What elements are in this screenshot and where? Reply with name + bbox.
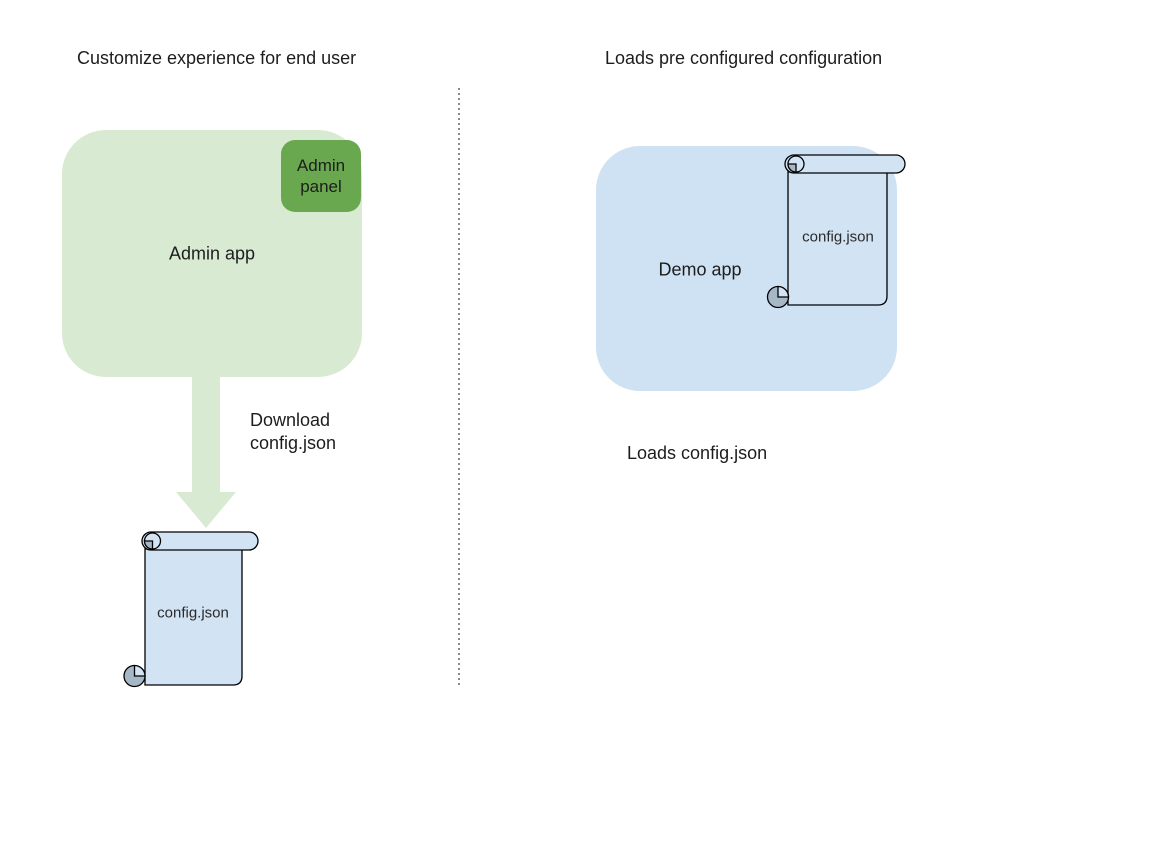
scroll-top-curl-notch	[143, 540, 154, 550]
right-section-title: Loads pre configured configuration	[605, 48, 883, 68]
section-divider	[458, 88, 460, 687]
admin-app-label: Admin app	[168, 243, 256, 264]
download-arrow-label: Download config.json	[250, 410, 337, 453]
scroll-bottom-curl-notch	[133, 664, 146, 677]
admin-panel-shape: Admin panel	[281, 140, 361, 212]
loads-config-caption: Loads config.json	[627, 443, 768, 463]
left-section-title: Customize experience for end user	[77, 48, 357, 68]
demo-app-shape	[596, 146, 897, 391]
config-file-right-label: config.json	[802, 228, 874, 246]
scroll-bottom-curl	[123, 664, 146, 688]
config-file-left-label: config.json	[157, 604, 229, 622]
scroll-top-curl	[143, 532, 162, 550]
scroll-top-roll	[141, 531, 259, 551]
admin-panel-label: Admin panel	[296, 156, 346, 196]
demo-app-label: Demo app	[658, 259, 742, 280]
download-arrow-icon	[176, 377, 236, 528]
